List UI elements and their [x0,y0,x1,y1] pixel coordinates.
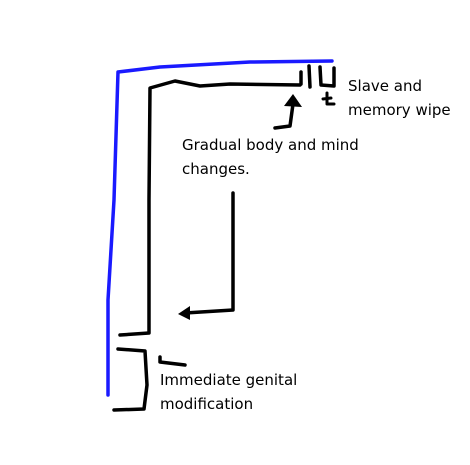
label-gradual-changes: Gradual body and mind changes. [182,133,359,181]
label-slave-line1: Slave and [348,77,422,95]
up-arrow-head [284,94,302,107]
label-slave-memory-wipe: Slave and memory wipe [348,74,451,122]
label-gradual-line1: Gradual body and mind [182,136,359,154]
label-slave-line2: memory wipe [348,101,451,119]
top-u-mark [318,65,336,88]
outer-path [106,59,334,397]
bottom-bracket [112,347,149,412]
label-genital-modification: Immediate genital modification [160,368,297,416]
label-gradual-line2: changes. [182,160,250,178]
gradual-arrow-head [178,306,190,320]
top-hook-mark [307,64,312,89]
inner-path [118,79,302,337]
label-genital-line2: modification [160,395,254,413]
up-arrow-shaft [273,102,295,130]
label-genital-line1: Immediate genital [160,371,298,389]
gradual-arrow-shaft [183,191,235,315]
top-small-t-mark [321,91,336,106]
genital-arrow [158,355,187,367]
